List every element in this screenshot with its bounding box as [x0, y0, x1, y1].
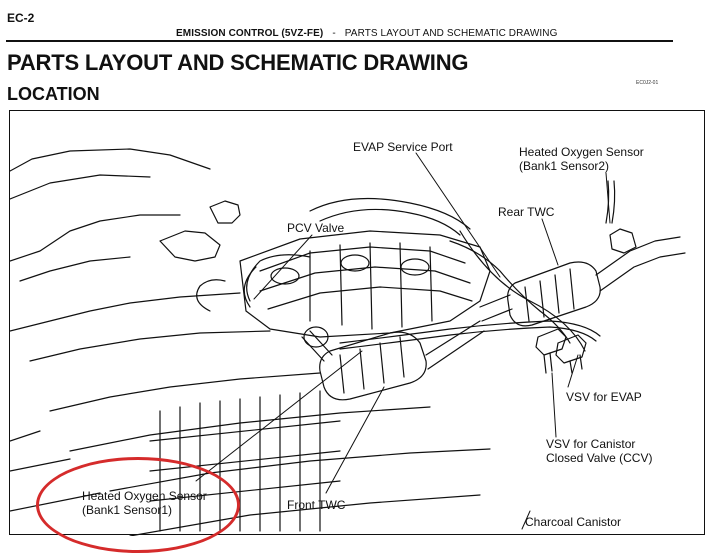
callout-vsv-for-evap: VSV for EVAP [566, 390, 642, 404]
callout-ho2s-bank1-sensor2: Heated Oxygen Sensor (Bank1 Sensor2) [519, 145, 644, 173]
callout-vsv-ccv-line2: Closed Valve (CCV) [546, 451, 653, 465]
callout-charcoal-canister: Charcoal Canistor [525, 515, 621, 529]
callout-ho2s-bank1-sensor2-line1: Heated Oxygen Sensor [519, 145, 644, 159]
exhaust-system [301, 228, 686, 401]
callout-rear-twc-text: Rear TWC [498, 205, 555, 219]
callout-rear-twc: Rear TWC [498, 205, 554, 219]
callout-vsv-for-evap-text: VSV for EVAP [566, 390, 642, 404]
section-subtitle: PARTS LAYOUT AND SCHEMATIC DRAWING [344, 28, 558, 39]
running-header: EMISSION CONTROL (5VZ-FE)-PARTS LAYOUT A… [176, 28, 557, 39]
front-twc-body [319, 331, 427, 401]
vsv-units [535, 328, 587, 374]
engine-block [239, 197, 491, 338]
figure-id: EC0J2-01 [636, 80, 659, 86]
header-separator: - [332, 28, 336, 39]
subsection-title: LOCATION [7, 84, 100, 104]
callout-ho2s-bank1-sensor2-line2: (Bank1 Sensor2) [519, 159, 610, 173]
leader-lines [195, 152, 611, 530]
evap-lines [196, 230, 601, 352]
page-title: PARTS LAYOUT AND SCHEMATIC DRAWING [7, 50, 469, 75]
callout-evap-service-port-text: EVAP Service Port [353, 140, 453, 154]
header-rule [6, 40, 673, 42]
red-highlight-circle [36, 457, 240, 553]
callout-pcv-valve: PCV Valve [287, 221, 344, 235]
callout-vsv-ccv: VSV for Canistor Closed Valve (CCV) [546, 437, 652, 465]
section-name: EMISSION CONTROL (5VZ-FE) [176, 28, 324, 39]
callout-front-twc-text: Front TWC [287, 498, 346, 512]
callout-front-twc: Front TWC [287, 498, 345, 512]
callout-charcoal-canister-text: Charcoal Canistor [525, 515, 622, 529]
page-code: EC-2 [7, 11, 35, 25]
callout-evap-service-port: EVAP Service Port [353, 140, 453, 154]
front-flange [303, 326, 329, 348]
callout-pcv-valve-text: PCV Valve [287, 221, 345, 235]
callout-vsv-ccv-line1: VSV for Canistor [546, 437, 636, 451]
